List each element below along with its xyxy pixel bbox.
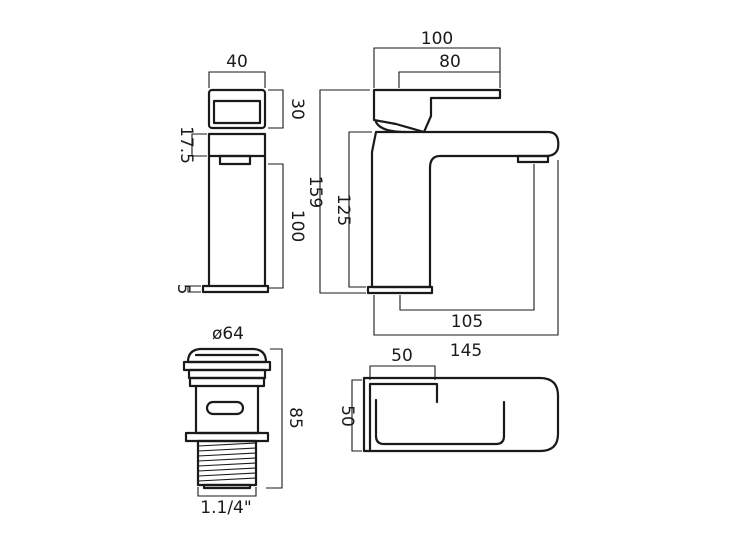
- side-view: 40 30 17.5 100 5: [173, 52, 307, 294]
- waste-tail: [202, 483, 252, 490]
- front-height-label: 159: [305, 176, 325, 208]
- waste-flange-lower: [187, 368, 267, 380]
- front-spout-label: 105: [451, 312, 483, 332]
- waste-collar: [188, 376, 266, 388]
- side-top-dim: [268, 89, 284, 129]
- front-height-dim: [319, 89, 370, 294]
- waste-thread-label: 1.1/4": [200, 498, 251, 518]
- side-base: [201, 284, 270, 294]
- waste-cap: [186, 347, 268, 364]
- plan-lever: [368, 382, 439, 453]
- plan-body: [362, 376, 560, 453]
- waste-thread-lines: [197, 442, 257, 482]
- front-spout-dim: [399, 164, 535, 311]
- waste-thread-dim: [197, 487, 257, 497]
- waste-overflow-slot: [205, 400, 245, 416]
- side-collar: [207, 132, 267, 158]
- side-handle-top: [207, 88, 267, 130]
- front-base-dim: [373, 160, 559, 336]
- plan-depth-dim: [351, 379, 362, 452]
- side-base-label: 5: [173, 284, 193, 295]
- waste-flange: [182, 360, 272, 372]
- plan-width-dim: [369, 365, 436, 380]
- front-body-label: 125: [333, 194, 353, 226]
- front-total-dim: [373, 47, 501, 88]
- plan-view: 50 50: [337, 346, 560, 453]
- front-body: [370, 130, 560, 289]
- side-aerator: [218, 154, 252, 166]
- side-width-dim: [208, 71, 266, 88]
- waste-height-label: 85: [285, 407, 305, 429]
- side-handle-inner: [212, 99, 262, 125]
- side-mid-label: 17.5: [176, 126, 196, 164]
- waste-diameter-label: ø64: [212, 324, 244, 344]
- side-mid-dim: [191, 133, 207, 157]
- front-view: 100 80 159 125 105 145: [305, 29, 560, 361]
- front-handle-dim: [398, 71, 500, 88]
- front-base: [366, 285, 434, 295]
- side-top-label: 30: [287, 98, 307, 120]
- waste-nut: [184, 431, 270, 443]
- side-width-label: 40: [226, 52, 248, 72]
- front-handle: [372, 88, 502, 134]
- waste-view: ø64 85 1.1/4": [182, 324, 305, 518]
- front-body-dim: [348, 131, 372, 288]
- side-body-dim: [268, 163, 284, 289]
- waste-body: [194, 384, 260, 435]
- plan-inner: [374, 398, 506, 446]
- plan-depth-label: 50: [337, 405, 357, 427]
- front-aerator: [516, 154, 550, 164]
- side-base-dim: [187, 285, 201, 293]
- front-base-label: 145: [450, 341, 482, 361]
- front-total-label: 100: [421, 29, 453, 49]
- side-body-label: 100: [287, 210, 307, 242]
- waste-height-dim: [266, 348, 283, 489]
- front-handle-label: 80: [439, 52, 461, 72]
- plan-width-label: 50: [391, 346, 413, 366]
